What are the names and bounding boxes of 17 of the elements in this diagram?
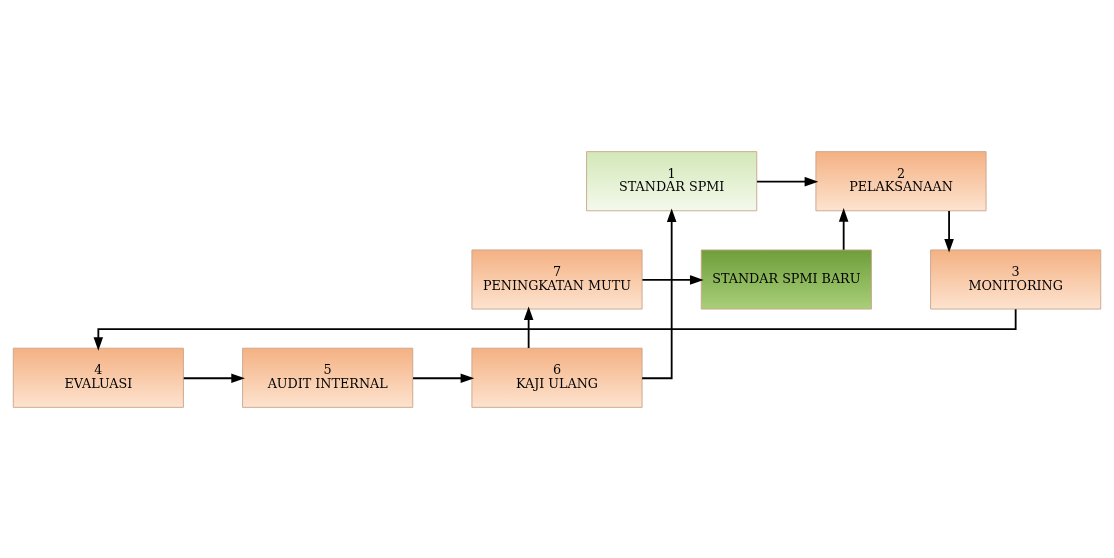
- node-box: STANDAR SPMI BARU: [700, 248, 872, 310]
- node-box: 2 PELAKSANAAN: [815, 150, 987, 211]
- arrow: [412, 372, 475, 383]
- arrow: [944, 209, 954, 253]
- node-box: 4 EVALUASI: [12, 347, 184, 408]
- arrow: [93, 307, 1017, 351]
- arrow: [641, 274, 704, 285]
- arrow: [641, 207, 677, 379]
- arrow: [182, 372, 245, 383]
- node-box: 5 AUDIT INTERNAL: [242, 347, 414, 408]
- arrow: [756, 176, 819, 186]
- node-box: 1 STANDAR SPMI: [586, 150, 758, 211]
- node-box: 3 MONITORING: [930, 248, 1102, 310]
- arrow: [523, 305, 534, 349]
- node-box: 7 PENINGKATAN MUTU: [471, 248, 643, 310]
- arrow: [838, 207, 849, 251]
- node-box: 6 KAJI ULANG: [471, 347, 643, 408]
